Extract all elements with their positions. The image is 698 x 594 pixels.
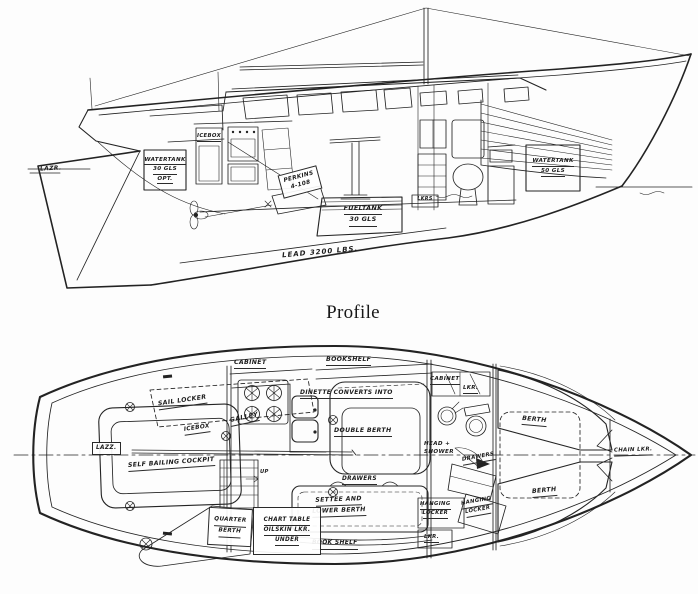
chain-locker-text: CHAIN LKR. xyxy=(613,445,653,457)
quarter-berth-body xyxy=(138,505,255,567)
book-shelf-text: BOOK SHELF xyxy=(312,539,358,550)
dinette-line2: DOUBLE BERTH xyxy=(334,426,392,438)
plan-head-shower-label: HEAD + SHOWER xyxy=(424,441,454,457)
watertank-aft-line3: OPT. xyxy=(157,175,173,185)
watertank-aft-line2: 30 GLS xyxy=(152,165,178,175)
plan-drawers-settee-label: DRAWERS xyxy=(342,475,377,486)
hanging-lockers xyxy=(417,493,507,549)
plan-vberth-stbd-label: BERTH xyxy=(531,484,558,499)
hull-profile xyxy=(37,53,692,289)
toilet-plan xyxy=(463,403,491,437)
bookshelf-text: BOOKSHELF xyxy=(326,355,372,367)
profile-watertank-aft-label: WATERTANK 30 GLS OPT. xyxy=(144,152,186,188)
cabin-trunk xyxy=(149,74,547,143)
watertank-fwd-line2: 50 GLS xyxy=(540,167,566,178)
plan-cabinet-galley-label: CABINET xyxy=(234,358,267,370)
profile-caption: Profile xyxy=(326,302,380,323)
plan-vberth-port-label: BERTH xyxy=(521,413,548,428)
plan-bookshelf-label: BOOKSHELF xyxy=(326,355,372,367)
qb-line2: BERTH xyxy=(218,526,242,539)
head-compartment xyxy=(431,371,497,501)
fueltank-line2: 30 GLS xyxy=(349,215,377,227)
hull-plan xyxy=(13,344,696,566)
profile-view xyxy=(27,7,693,289)
profile-lazarette-text: LAZR. xyxy=(39,164,62,173)
plan-quarter-berth-label: QUARTER BERTH xyxy=(207,506,253,548)
galley-sink xyxy=(291,395,319,443)
profile-fueltank-label: FUELTANK 30 GLS xyxy=(330,204,396,227)
vberth-stbd-text: BERTH xyxy=(531,484,558,499)
head-sink xyxy=(437,406,457,426)
head-line1: HEAD + xyxy=(424,441,451,447)
v-berth xyxy=(497,365,616,547)
waterline xyxy=(27,168,693,198)
vberth-port-text: BERTH xyxy=(521,413,548,428)
plan-lazarette-label: LAZZ. xyxy=(92,442,121,455)
plan-locker-head-label: LKR. xyxy=(463,384,479,394)
head-line2: SHOWER xyxy=(424,448,454,455)
rigging xyxy=(89,7,691,112)
bookshelf-band xyxy=(315,363,433,380)
ct-line2: OILSKIN LKR. xyxy=(263,526,311,537)
dinette xyxy=(329,381,431,475)
cabinet-galley-text: CABINET xyxy=(234,358,267,370)
plan-book-shelf-label: BOOK SHELF xyxy=(312,539,358,550)
plan-hanging-locker-aft-label: HANGING LOCKER xyxy=(420,501,451,520)
dinette-line1: DINETTE CONVERTS INTO xyxy=(300,388,393,399)
cabin-windows xyxy=(242,86,530,120)
profile-lazarette-label: LAZR. xyxy=(40,163,62,173)
plan-chart-table-label: CHART TABLE OILSKIN LKR. UNDER xyxy=(253,507,321,555)
profile-lockers-label: LKRS xyxy=(414,196,436,203)
profile-watertank-fwd-label: WATERTANK 50 GLS xyxy=(528,150,578,184)
plan-view xyxy=(13,344,696,567)
fueltank-line1: FUELTANK xyxy=(343,204,383,216)
hl-aft-line2: LOCKER xyxy=(422,510,448,520)
companionway-steps xyxy=(219,459,259,509)
watertank-fwd-line1: WATERTANK xyxy=(532,157,574,167)
drawers-settee-text: DRAWERS xyxy=(342,475,377,486)
plan-cabinet-head-label: CABINET xyxy=(430,375,460,386)
stove-burners xyxy=(244,384,282,423)
plan-up-label: UP xyxy=(260,468,269,476)
lockers-text: LKRS xyxy=(417,197,433,202)
interior-profile xyxy=(143,82,613,237)
plan-locker-aft-label: LKR. xyxy=(424,533,440,543)
ct-line1: CHART TABLE xyxy=(263,516,311,526)
cabinet-head-text: CABINET xyxy=(430,375,460,386)
profile-icebox-text: ICEBOX xyxy=(197,132,222,142)
locker-head-text: LKR. xyxy=(463,384,479,394)
profile-icebox-label: ICEBOX xyxy=(197,132,222,142)
ct-line3: UNDER xyxy=(274,536,300,547)
galley xyxy=(229,368,327,453)
plan-lazarette-text: LAZZ. xyxy=(96,445,117,451)
locker-aft-text: LKR. xyxy=(424,533,440,543)
plan-dinette-note: DINETTE CONVERTS INTO xyxy=(300,388,393,399)
up-text: UP xyxy=(260,469,269,475)
plan-chain-locker-label: CHAIN LKR. xyxy=(613,445,653,457)
hl-aft-line1: HANGING xyxy=(420,501,451,511)
watertank-aft-line1: WATERTANK xyxy=(144,156,186,166)
plan-double-berth-label: DOUBLE BERTH xyxy=(334,426,392,438)
